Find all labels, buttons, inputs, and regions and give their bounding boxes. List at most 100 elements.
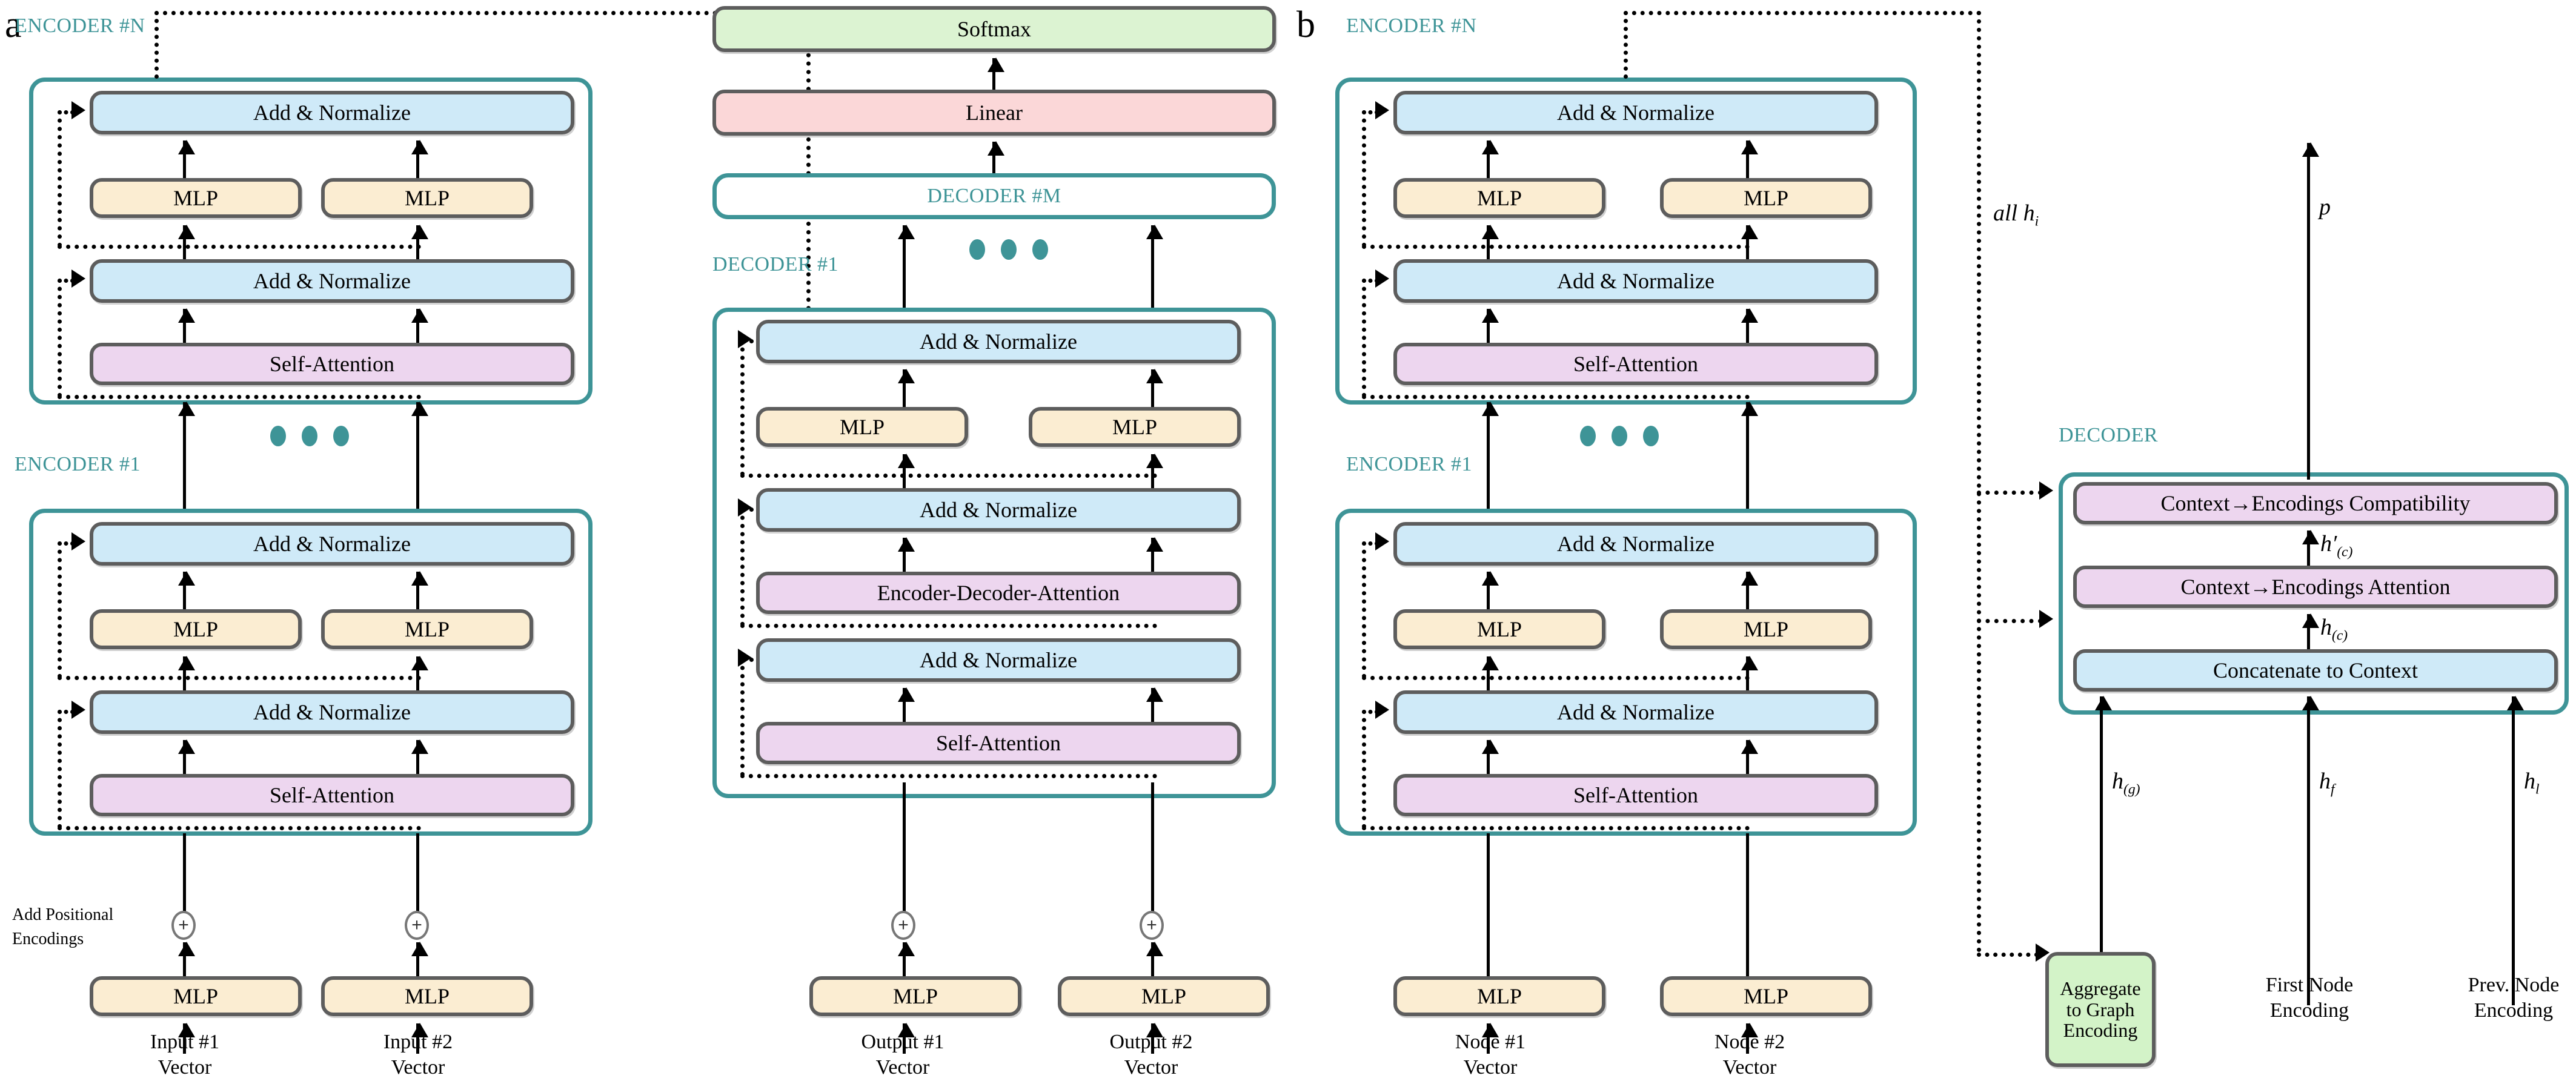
op-mlp[interactable]: MLP xyxy=(321,609,533,649)
op-encoder-decoder-attention[interactable]: Encoder-Decoder-Attention xyxy=(756,572,1241,614)
label-h-g: h(g) xyxy=(2112,768,2140,798)
line-plus-to-encoder1-2 xyxy=(416,833,419,914)
arrow-addnorm-to-mlp2 xyxy=(411,656,428,690)
positional-add-icon: + xyxy=(1140,911,1164,940)
op-add-normalize[interactable]: Add & Normalize xyxy=(756,488,1241,532)
arrow-selfattn-to-addnorm xyxy=(411,308,428,343)
label-first-node-line1: First Node xyxy=(2265,974,2354,996)
ellipsis-dot xyxy=(969,239,985,260)
op-context-encodings-compatibility[interactable]: Context→Encodings Compatibility xyxy=(2073,482,2558,524)
panel-letter-a: a xyxy=(5,4,22,45)
arrow-encoder1-to-encodern-2 xyxy=(411,402,428,511)
label-encoder-1-a: ENCODER #1 xyxy=(15,453,141,475)
op-self-attention[interactable]: Self-Attention xyxy=(1393,774,1878,816)
arrow-mlp-to-plus-1 xyxy=(898,942,915,976)
arrow-concat-to-attention xyxy=(2302,613,2319,649)
op-mlp[interactable]: MLP xyxy=(90,609,302,649)
panel-letter-b: b xyxy=(1296,4,1315,45)
residual-upper-h2 xyxy=(58,541,75,546)
op-mlp[interactable]: MLP xyxy=(321,976,533,1016)
ellipsis-dot xyxy=(270,426,286,446)
op-add-normalize[interactable]: Add & Normalize xyxy=(756,638,1241,682)
aggregate-line2: to Graph xyxy=(2066,998,2135,1020)
op-mlp[interactable]: MLP xyxy=(1393,609,1605,649)
label-h-f-sub: f xyxy=(2331,781,2335,798)
op-mlp[interactable]: MLP xyxy=(90,178,302,218)
op-add-normalize[interactable]: Add & Normalize xyxy=(90,522,574,566)
arrow-addnorm-to-mlp1 xyxy=(1482,656,1499,690)
arrow-selfattn-to-addnorm xyxy=(1741,739,1758,774)
arrow-mlp1-to-addnorm xyxy=(178,571,195,609)
residual-lower-h xyxy=(58,826,421,830)
residual-dec-mid-v xyxy=(740,507,745,626)
arrow-mlp2-to-addnorm xyxy=(411,140,428,178)
op-add-normalize[interactable]: Add & Normalize xyxy=(1393,91,1878,134)
label-output2-line2: Vector xyxy=(1124,1056,1178,1079)
label-node2-line1: Node #2 xyxy=(1714,1031,1785,1053)
arrow-decoder-output-p xyxy=(2302,142,2319,480)
op-mlp[interactable]: MLP xyxy=(1058,976,1270,1016)
residual-upper-v xyxy=(58,541,62,678)
op-mlp[interactable]: MLP xyxy=(321,178,533,218)
op-mlp[interactable]: MLP xyxy=(1393,976,1605,1016)
op-context-encodings-attention[interactable]: Context→Encodings Attention xyxy=(2073,566,2558,608)
label-h-f: hf xyxy=(2319,768,2335,798)
op-mlp[interactable]: MLP xyxy=(1393,178,1605,218)
group-decoder-1-a xyxy=(712,308,1276,798)
arrow-mlp-to-plus-2 xyxy=(1146,942,1163,976)
op-mlp[interactable]: MLP xyxy=(1660,976,1872,1016)
op-self-attention[interactable]: Self-Attention xyxy=(90,343,574,385)
residual-line-encoder-out-v-b xyxy=(1624,11,1628,79)
op-aggregate-to-graph-encoding[interactable]: Aggregate to Graph Encoding xyxy=(2045,952,2156,1067)
op-concatenate-to-context[interactable]: Concatenate to Context xyxy=(2073,649,2558,692)
op-add-normalize[interactable]: Add & Normalize xyxy=(1393,690,1878,734)
op-mlp[interactable]: MLP xyxy=(756,407,968,447)
label-output2-line1: Output #2 xyxy=(1109,1031,1193,1053)
residual-upper-h2 xyxy=(1362,541,1379,546)
residual-lower-arrow xyxy=(71,269,85,288)
arrow-decoder1-to-decoderm-2 xyxy=(1146,225,1163,308)
op-self-attention[interactable]: Self-Attention xyxy=(756,722,1241,764)
label-input1-line1: Input #1 xyxy=(150,1031,220,1053)
label-all-hi-sub: i xyxy=(2034,213,2039,230)
op-mlp[interactable]: MLP xyxy=(90,976,302,1016)
op-mlp[interactable]: MLP xyxy=(809,976,1021,1016)
residual-dec-upper-arrow xyxy=(738,330,752,348)
arrow-encoder1-to-encodern-1 xyxy=(1482,402,1499,511)
residual-to-compatibility-h xyxy=(1977,491,2042,495)
label-encoder-1-b: ENCODER #1 xyxy=(1346,453,1473,475)
residual-bus-v-b xyxy=(1977,11,1981,953)
op-mlp[interactable]: MLP xyxy=(1660,178,1872,218)
arrow-addnorm-to-mlp2 xyxy=(1146,454,1163,488)
residual-to-aggregate-h xyxy=(1977,953,2039,957)
op-add-normalize[interactable]: Add & Normalize xyxy=(90,91,574,134)
arrow-prev-node-to-concat xyxy=(2507,696,2524,1005)
arrow-selfattn-to-addnorm xyxy=(178,739,195,774)
arrow-linear-to-softmax xyxy=(988,58,1004,90)
op-add-normalize[interactable]: Add & Normalize xyxy=(1393,522,1878,566)
residual-upper-v xyxy=(1362,541,1366,678)
arrow-encdecattn-to-addnorm xyxy=(898,537,915,572)
op-mlp[interactable]: MLP xyxy=(1660,609,1872,649)
ellipsis-dot xyxy=(1643,426,1659,446)
op-linear[interactable]: Linear xyxy=(712,90,1276,136)
label-encoder-n-b: ENCODER #N xyxy=(1346,15,1477,37)
op-self-attention[interactable]: Self-Attention xyxy=(1393,343,1878,385)
op-add-normalize[interactable]: Add & Normalize xyxy=(90,259,574,303)
op-add-normalize[interactable]: Add & Normalize xyxy=(1393,259,1878,303)
arrow-encoder1-to-encodern-2 xyxy=(1741,402,1758,511)
op-self-attention[interactable]: Self-Attention xyxy=(90,774,574,816)
arrow-selfattn-to-addnorm xyxy=(1146,687,1163,722)
op-softmax[interactable]: Softmax xyxy=(712,6,1276,52)
label-decoder-m-a: DECODER #M xyxy=(927,185,1061,207)
residual-lower-h2 xyxy=(1362,279,1379,283)
label-input2-line2: Vector xyxy=(391,1056,445,1079)
label-input1-line2: Vector xyxy=(158,1056,212,1079)
ellipsis-dot xyxy=(1612,426,1627,446)
line-plus-to-encoder1-1 xyxy=(183,833,186,914)
op-add-normalize[interactable]: Add & Normalize xyxy=(756,320,1241,363)
label-h-c-prime-sub: (c) xyxy=(2337,544,2353,560)
op-mlp[interactable]: MLP xyxy=(1029,407,1241,447)
op-add-normalize[interactable]: Add & Normalize xyxy=(90,690,574,734)
label-encoder-n-a: ENCODER #N xyxy=(15,15,145,37)
